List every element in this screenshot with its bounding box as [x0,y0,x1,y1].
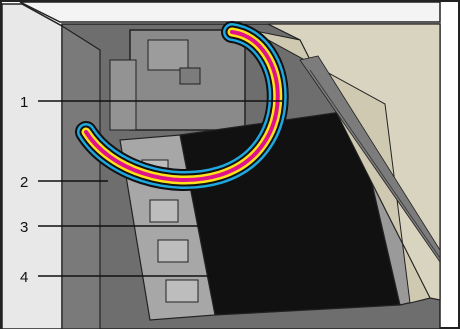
callout-4: 4 [20,269,28,286]
carriage-detail-3 [110,60,136,130]
carriage-detail-1 [148,40,188,70]
carriage-detail-2 [180,68,200,84]
left-inner-wall [62,26,100,329]
callout-2: 2 [20,174,28,191]
top-housing [20,2,440,22]
callout-3: 3 [20,219,28,236]
callout-1: 1 [20,94,28,111]
left-side-frame [2,4,62,329]
